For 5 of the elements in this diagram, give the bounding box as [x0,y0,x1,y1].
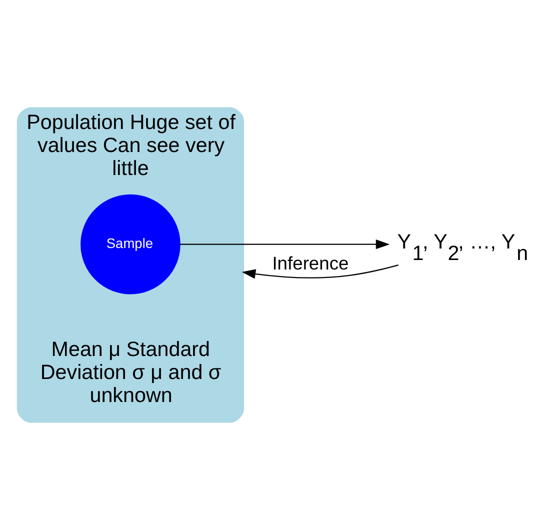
edge-label: Inference [272,252,349,273]
node-label: Mean μ Standard Deviation σ μ and σ unknown [40,338,222,407]
node-circle: Sample [80,194,180,294]
arrow [180,239,390,249]
arrow [242,264,399,278]
